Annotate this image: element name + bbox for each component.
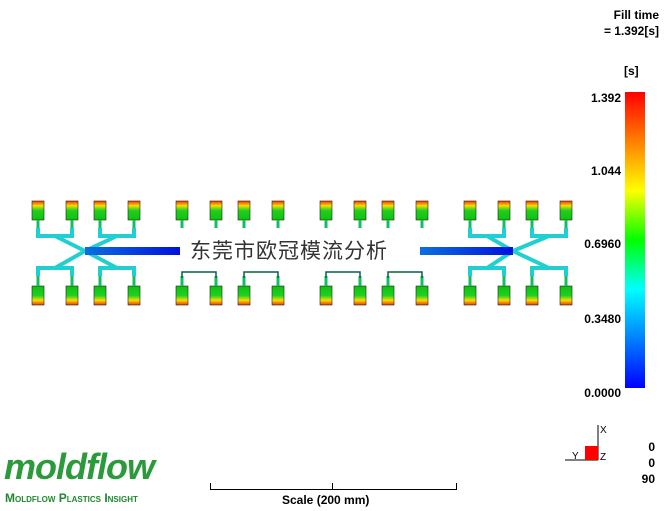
cavity-gate [180,220,184,228]
rotation-y: 0 [648,456,655,470]
cavity-gate [214,220,218,228]
scale-bar [210,483,457,490]
axis-triad: X Y Z [565,425,607,463]
main-runner-left [85,247,180,255]
cavity-top [175,200,189,221]
legend-unit: [s] [624,64,639,78]
cavity-bottom [93,285,107,306]
cavity-gate [530,220,534,228]
cavity-gate [358,276,362,286]
cavity-top [65,200,79,221]
cavity-gate [324,220,328,228]
cavity-gate [468,220,472,228]
cavity-gate [214,276,218,286]
watermark-text: 东莞市欧冠模流分析 [186,235,392,265]
sub-runner [387,271,423,278]
cavity-gate [530,276,534,286]
moldflow-logo: moldflow [4,446,155,487]
cavity-top [127,200,141,221]
cavity-bottom [65,285,79,306]
axis-x-label: X [600,425,607,436]
legend-label: 0.3480 [584,312,621,326]
main-runner-right [420,247,513,255]
cavity-top [381,200,395,221]
sub-runner [181,271,217,278]
cavity-gate [98,276,102,286]
cavity-bottom [497,285,511,306]
rotation-z: 90 [641,472,655,486]
cavity-top [559,200,573,221]
cavity-bottom [31,285,45,306]
cavity-bottom [463,285,477,306]
cavity-bottom [415,285,429,306]
cavity-gate [324,276,328,286]
cavity-top [525,200,539,221]
logo-subtitle: Moldflow Plastics Insight [5,491,138,505]
legend-label: 1.044 [590,164,621,178]
axis-y-label: Y [572,451,579,462]
legend-label: 1.392 [590,91,621,105]
fill-time-value: = 1.392[s] [603,24,659,38]
cavity-top [497,200,511,221]
cavity-top [93,200,107,221]
sub-runner [325,271,361,278]
cavity-gate [70,276,74,286]
axis-z-label: Z [600,452,606,463]
cavity-top [31,200,45,221]
cavity-bottom [381,285,395,306]
cavity-top [463,200,477,221]
cavity-bottom [559,285,573,306]
cavity-gate [132,276,136,286]
sub-runner [243,271,279,278]
cavity-gate [276,276,280,286]
scale-tick [332,483,333,489]
cavity-gate [386,220,390,228]
cavity-bottom [319,285,333,306]
cavity-top [319,200,333,221]
cavity-bottom [271,285,285,306]
legend-label: 0.0000 [584,386,621,400]
result-title: Fill time [613,8,659,22]
cavity-top [209,200,223,221]
cavity-gate [242,220,246,228]
color-legend-bar [625,92,645,388]
cavity-gate [36,276,40,286]
cavity-gate [276,220,280,228]
cavity-gate [180,276,184,286]
cavity-gate [564,276,568,286]
cavity-gate [502,276,506,286]
scale-label: Scale (200 mm) [282,493,370,507]
cavity-bottom [237,285,251,306]
cavity-gate [420,276,424,286]
cavity-bottom [209,285,223,306]
cavity-top [271,200,285,221]
cavity-bottom [175,285,189,306]
cavity-gate [386,276,390,286]
cavity-gate [358,220,362,228]
cavity-top [415,200,429,221]
cavity-gate [468,276,472,286]
cavity-bottom [525,285,539,306]
cavity-bottom [353,285,367,306]
cavity-gate [36,220,40,228]
cavity-gate [420,220,424,228]
cavity-top [237,200,251,221]
cavity-gate [242,276,246,286]
cavity-gate [98,220,102,228]
cavity-gate [502,220,506,228]
cavity-bottom [127,285,141,306]
cavity-gate [132,220,136,228]
mold-model [31,200,573,306]
cavity-gate [564,220,568,228]
legend-label: 0.6960 [584,237,621,251]
rotation-x: 0 [648,440,655,454]
cavity-top [353,200,367,221]
cavity-gate [70,220,74,228]
